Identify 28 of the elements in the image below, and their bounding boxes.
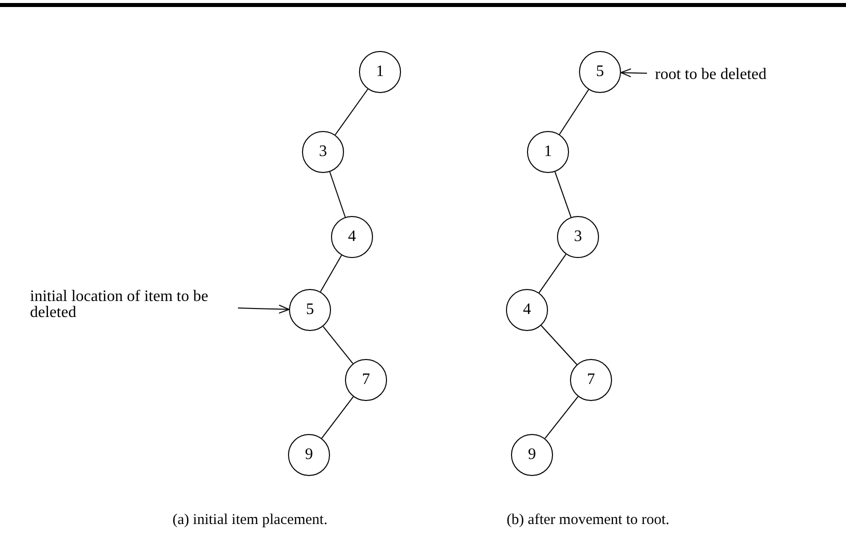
tree-node-circle: 5: [289, 289, 331, 331]
tree-node-circle: 4: [331, 216, 373, 258]
tree-node-circle: 7: [345, 359, 387, 401]
tree-node-circle: 5: [579, 51, 621, 93]
arrow: [620, 68, 648, 78]
tree-edge: [322, 326, 354, 364]
tree-node-circle: 9: [288, 434, 330, 476]
tree-node-circle: 1: [359, 51, 401, 93]
tree-edge: [334, 88, 368, 136]
annotation-text: root to be deleted: [655, 67, 767, 83]
tree-edge: [321, 396, 354, 439]
tree-node-circle: 1: [527, 131, 569, 173]
tree-node-circle: 4: [506, 289, 548, 331]
tree-node-circle: 3: [557, 216, 599, 258]
tree-edge: [320, 254, 342, 292]
tree-edge: [540, 325, 578, 365]
annotation-text: initial location of item to be deleted: [30, 289, 230, 321]
figure-caption: (b) after movement to root.: [506, 512, 670, 529]
tree-edge: [554, 171, 572, 218]
tree-edge: [538, 254, 566, 294]
tree-node-circle: 7: [570, 359, 612, 401]
tree-node-circle: 3: [302, 131, 344, 173]
arrow: [238, 304, 290, 314]
tree-edge: [544, 396, 579, 439]
tree-edge: [329, 171, 346, 218]
tree-node-circle: 9: [511, 434, 553, 476]
tree-edge: [558, 89, 590, 135]
figure-caption: (a) initial item placement.: [172, 512, 328, 529]
